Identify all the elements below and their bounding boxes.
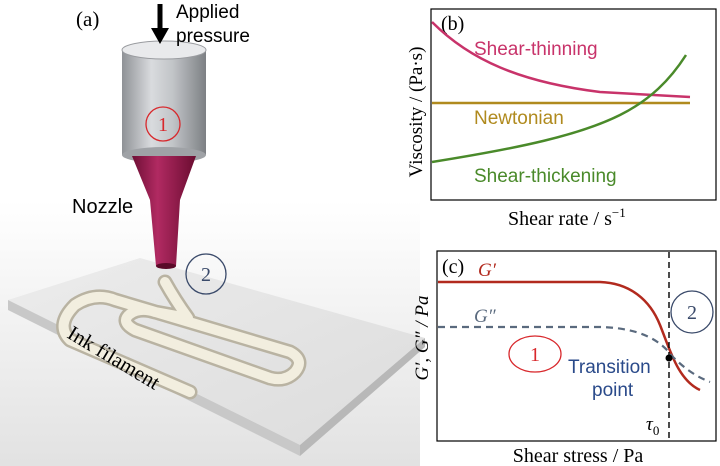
marker-1-circle bbox=[145, 106, 181, 142]
panel-b-xlabel-sup: −1 bbox=[612, 205, 626, 220]
tau-subscript: 0 bbox=[653, 423, 660, 438]
shear-thinning-curve bbox=[431, 21, 691, 99]
transition-point bbox=[665, 354, 673, 362]
g-prime-label: G′ bbox=[478, 260, 497, 281]
nozzle-orifice bbox=[156, 263, 176, 269]
shear-thinning-label: Shear-thinning bbox=[474, 39, 598, 60]
region-1-label: 1 bbox=[530, 344, 540, 366]
region-1-circle bbox=[508, 335, 562, 373]
ink-filament-highlight bbox=[58, 277, 304, 397]
panel-b-label: (b) bbox=[441, 13, 464, 35]
pressure-label-line2: pressure bbox=[176, 26, 250, 47]
newtonian-label: Newtonian bbox=[474, 108, 564, 129]
region-2-label: 2 bbox=[687, 302, 697, 324]
marker-2-label: 2 bbox=[201, 264, 211, 286]
nozzle-tip bbox=[132, 156, 196, 266]
panel-b-ylabel: Viscosity / (Pa·s) bbox=[406, 47, 427, 178]
g-double-prime-curve bbox=[438, 325, 711, 384]
tau-symbol: τ bbox=[646, 414, 654, 435]
transition-label-line1: Transition bbox=[568, 357, 651, 378]
panel-b-frame bbox=[430, 8, 717, 201]
tau-label: τ0 bbox=[646, 414, 659, 438]
marker-1-label: 1 bbox=[158, 114, 168, 136]
syringe-barrel bbox=[122, 50, 206, 155]
g-prime-curve bbox=[438, 280, 701, 392]
nozzle-label: Nozzle bbox=[72, 196, 133, 218]
syringe-top bbox=[121, 40, 207, 60]
shear-thickening-curve bbox=[431, 54, 688, 164]
transition-label-line2: point bbox=[592, 380, 634, 401]
region-2-circle bbox=[670, 290, 714, 334]
build-plate-side bbox=[300, 338, 425, 456]
panel-b-xlabel: Shear rate / s−1 bbox=[508, 205, 626, 230]
pressure-label-line1: Applied bbox=[176, 2, 239, 23]
panel-a-label: (a) bbox=[76, 7, 99, 31]
panel-b-xlabel-main: Shear rate / s bbox=[508, 208, 612, 230]
marker-2-circle bbox=[185, 253, 227, 295]
panel-a: (a) Applied pressure Nozzle Ink filament… bbox=[0, 2, 425, 466]
panel-b: (b) Shear-thinning Newtonian Shear-thick… bbox=[406, 8, 717, 230]
shear-thickening-label: Shear-thickening bbox=[474, 166, 617, 187]
panel-c-ylabel: G′, G″ / Pa bbox=[412, 296, 433, 381]
pressure-arrow-icon bbox=[151, 28, 169, 44]
panel-c-xlabel: Shear stress / Pa bbox=[513, 445, 644, 466]
g-double-prime-label: G″ bbox=[474, 306, 497, 327]
panel-c-label: (c) bbox=[442, 256, 464, 278]
panel-c: (c) G′ G″ Transition point τ0 1 2 G′, G″… bbox=[412, 250, 717, 466]
